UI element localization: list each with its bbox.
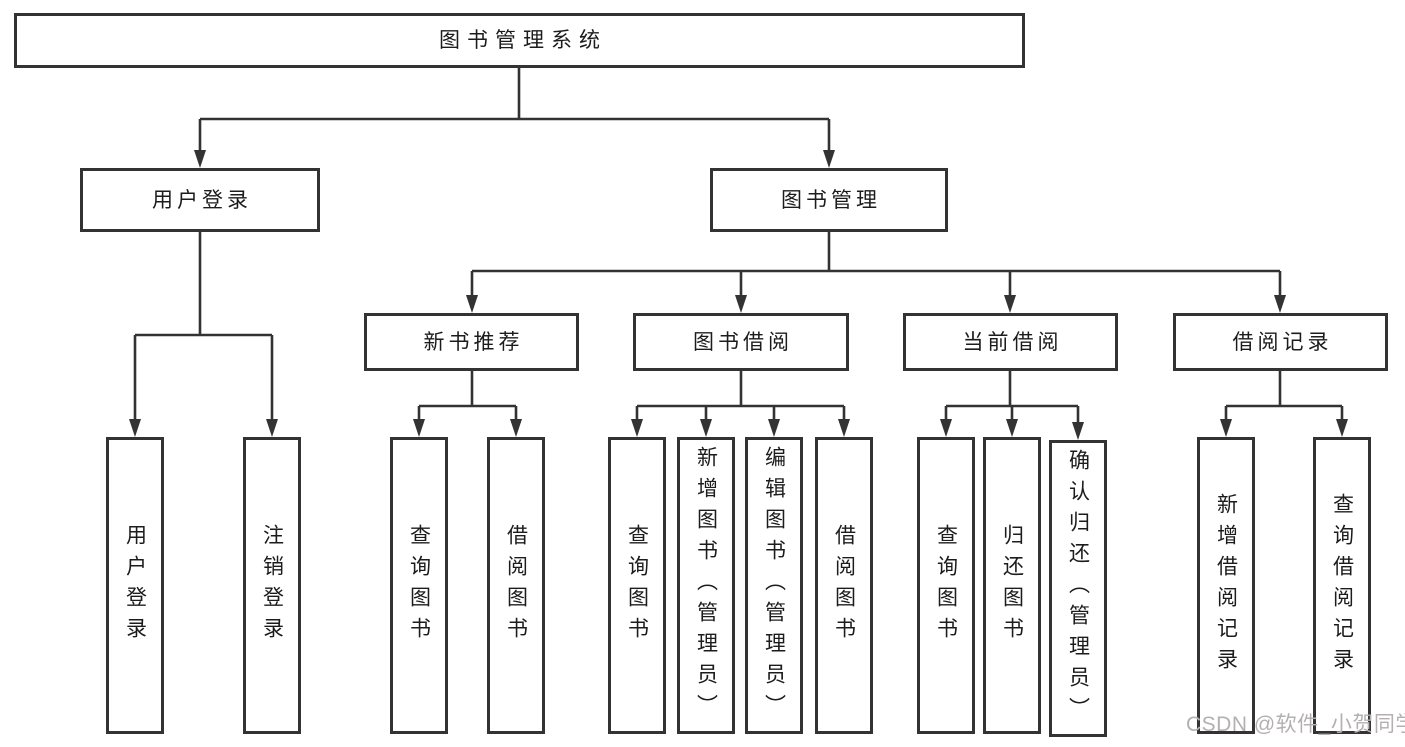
- arrowhead-icon: [1004, 295, 1016, 313]
- node-book-mgmt: 图书管理: [710, 168, 948, 232]
- arrowhead-icon: [510, 419, 522, 437]
- leaf-add-books-admin: 新增图书（管理员）: [677, 437, 735, 734]
- leaf-recommend-query-books-label: 查询图书: [407, 523, 431, 648]
- node-borrow-records-label: 借阅记录: [1232, 330, 1333, 354]
- edge-user-login-to-leaves: [133, 232, 274, 420]
- edge-borrow-record-to-leaves: [1224, 371, 1344, 420]
- node-user-login-label: 用户登录: [152, 188, 252, 212]
- node-root: 图书管理系统: [14, 13, 1025, 68]
- leaf-confirm-return-admin: 确认归还（管理员）: [1049, 440, 1107, 737]
- arrowhead-icon: [838, 419, 850, 437]
- leaf-user-login-label: 用户登录: [123, 523, 147, 648]
- node-borrow-records: 借阅记录: [1173, 313, 1388, 371]
- leaf-return-books-label: 归还图书: [1000, 523, 1024, 648]
- node-book-borrow-label: 图书借阅: [693, 330, 793, 354]
- arrowhead-icon: [1274, 295, 1286, 313]
- leaf-logout: 注销登录: [243, 437, 301, 734]
- leaf-user-login: 用户登录: [106, 437, 164, 734]
- edge-book-borrow-to-leaves: [635, 371, 846, 420]
- arrowhead-icons: [129, 150, 1348, 440]
- node-book-borrow: 图书借阅: [633, 313, 849, 371]
- arrowhead-icon: [1072, 422, 1084, 440]
- leaf-edit-books-admin: 编辑图书（管理员）: [745, 437, 803, 734]
- leaf-borrow-query-books: 查询图书: [608, 437, 666, 734]
- arrowhead-icon: [466, 295, 478, 313]
- edge-root-to-level2: [198, 68, 831, 151]
- arrowhead-icon: [129, 419, 141, 437]
- leaf-logout-label: 注销登录: [260, 523, 284, 648]
- edge-current-borrow-to-leaves: [944, 371, 1080, 423]
- arrowhead-icon: [735, 295, 747, 313]
- arrowhead-icon: [823, 150, 835, 168]
- arrowhead-icon: [631, 419, 643, 437]
- node-user-login: 用户登录: [80, 168, 320, 232]
- leaf-add-borrow-record: 新增借阅记录: [1197, 437, 1255, 734]
- leaf-return-books: 归还图书: [983, 437, 1041, 734]
- edge-new-book-to-leaves: [417, 371, 518, 420]
- node-current-borrow-label: 当前借阅: [962, 330, 1063, 354]
- leaf-borrow-books: 借阅图书: [815, 437, 873, 734]
- node-book-mgmt-label: 图书管理: [781, 188, 881, 212]
- leaf-current-query-books-label: 查询图书: [934, 523, 958, 648]
- leaf-recommend-borrow-books-label: 借阅图书: [504, 523, 528, 648]
- leaf-recommend-borrow-books: 借阅图书: [487, 437, 545, 734]
- leaf-borrow-books-label: 借阅图书: [832, 523, 856, 648]
- arrowhead-icon: [413, 419, 425, 437]
- node-new-book-recommend-label: 新书推荐: [423, 330, 524, 354]
- leaf-recommend-query-books: 查询图书: [390, 437, 448, 734]
- arrowhead-icon: [940, 419, 952, 437]
- node-current-borrow: 当前借阅: [903, 313, 1118, 371]
- arrowhead-icon: [1220, 419, 1232, 437]
- leaf-query-borrow-record: 查询借阅记录: [1313, 437, 1371, 734]
- arrowhead-icon: [700, 419, 712, 437]
- leaf-query-borrow-record-label: 查询借阅记录: [1330, 492, 1354, 679]
- leaf-add-borrow-record-label: 新增借阅记录: [1214, 492, 1238, 679]
- arrowhead-icon: [194, 150, 206, 168]
- leaf-add-books-admin-label: 新增图书（管理员）: [694, 446, 718, 725]
- csdn-watermark: CSDN @软件_小贺同学: [1186, 713, 1405, 736]
- leaf-confirm-return-admin-label: 确认归还（管理员）: [1066, 449, 1090, 728]
- arrowhead-icon: [266, 419, 278, 437]
- arrowhead-icon: [1006, 419, 1018, 437]
- edge-book-mgmt-to-level3: [470, 232, 1282, 296]
- leaf-edit-books-admin-label: 编辑图书（管理员）: [762, 446, 786, 725]
- arrowhead-icon: [1336, 419, 1348, 437]
- node-new-book-recommend: 新书推荐: [364, 313, 579, 371]
- node-root-label: 图书管理系统: [439, 29, 607, 52]
- leaf-borrow-query-books-label: 查询图书: [625, 523, 649, 648]
- leaf-current-query-books: 查询图书: [917, 437, 975, 734]
- arrowhead-icon: [768, 419, 780, 437]
